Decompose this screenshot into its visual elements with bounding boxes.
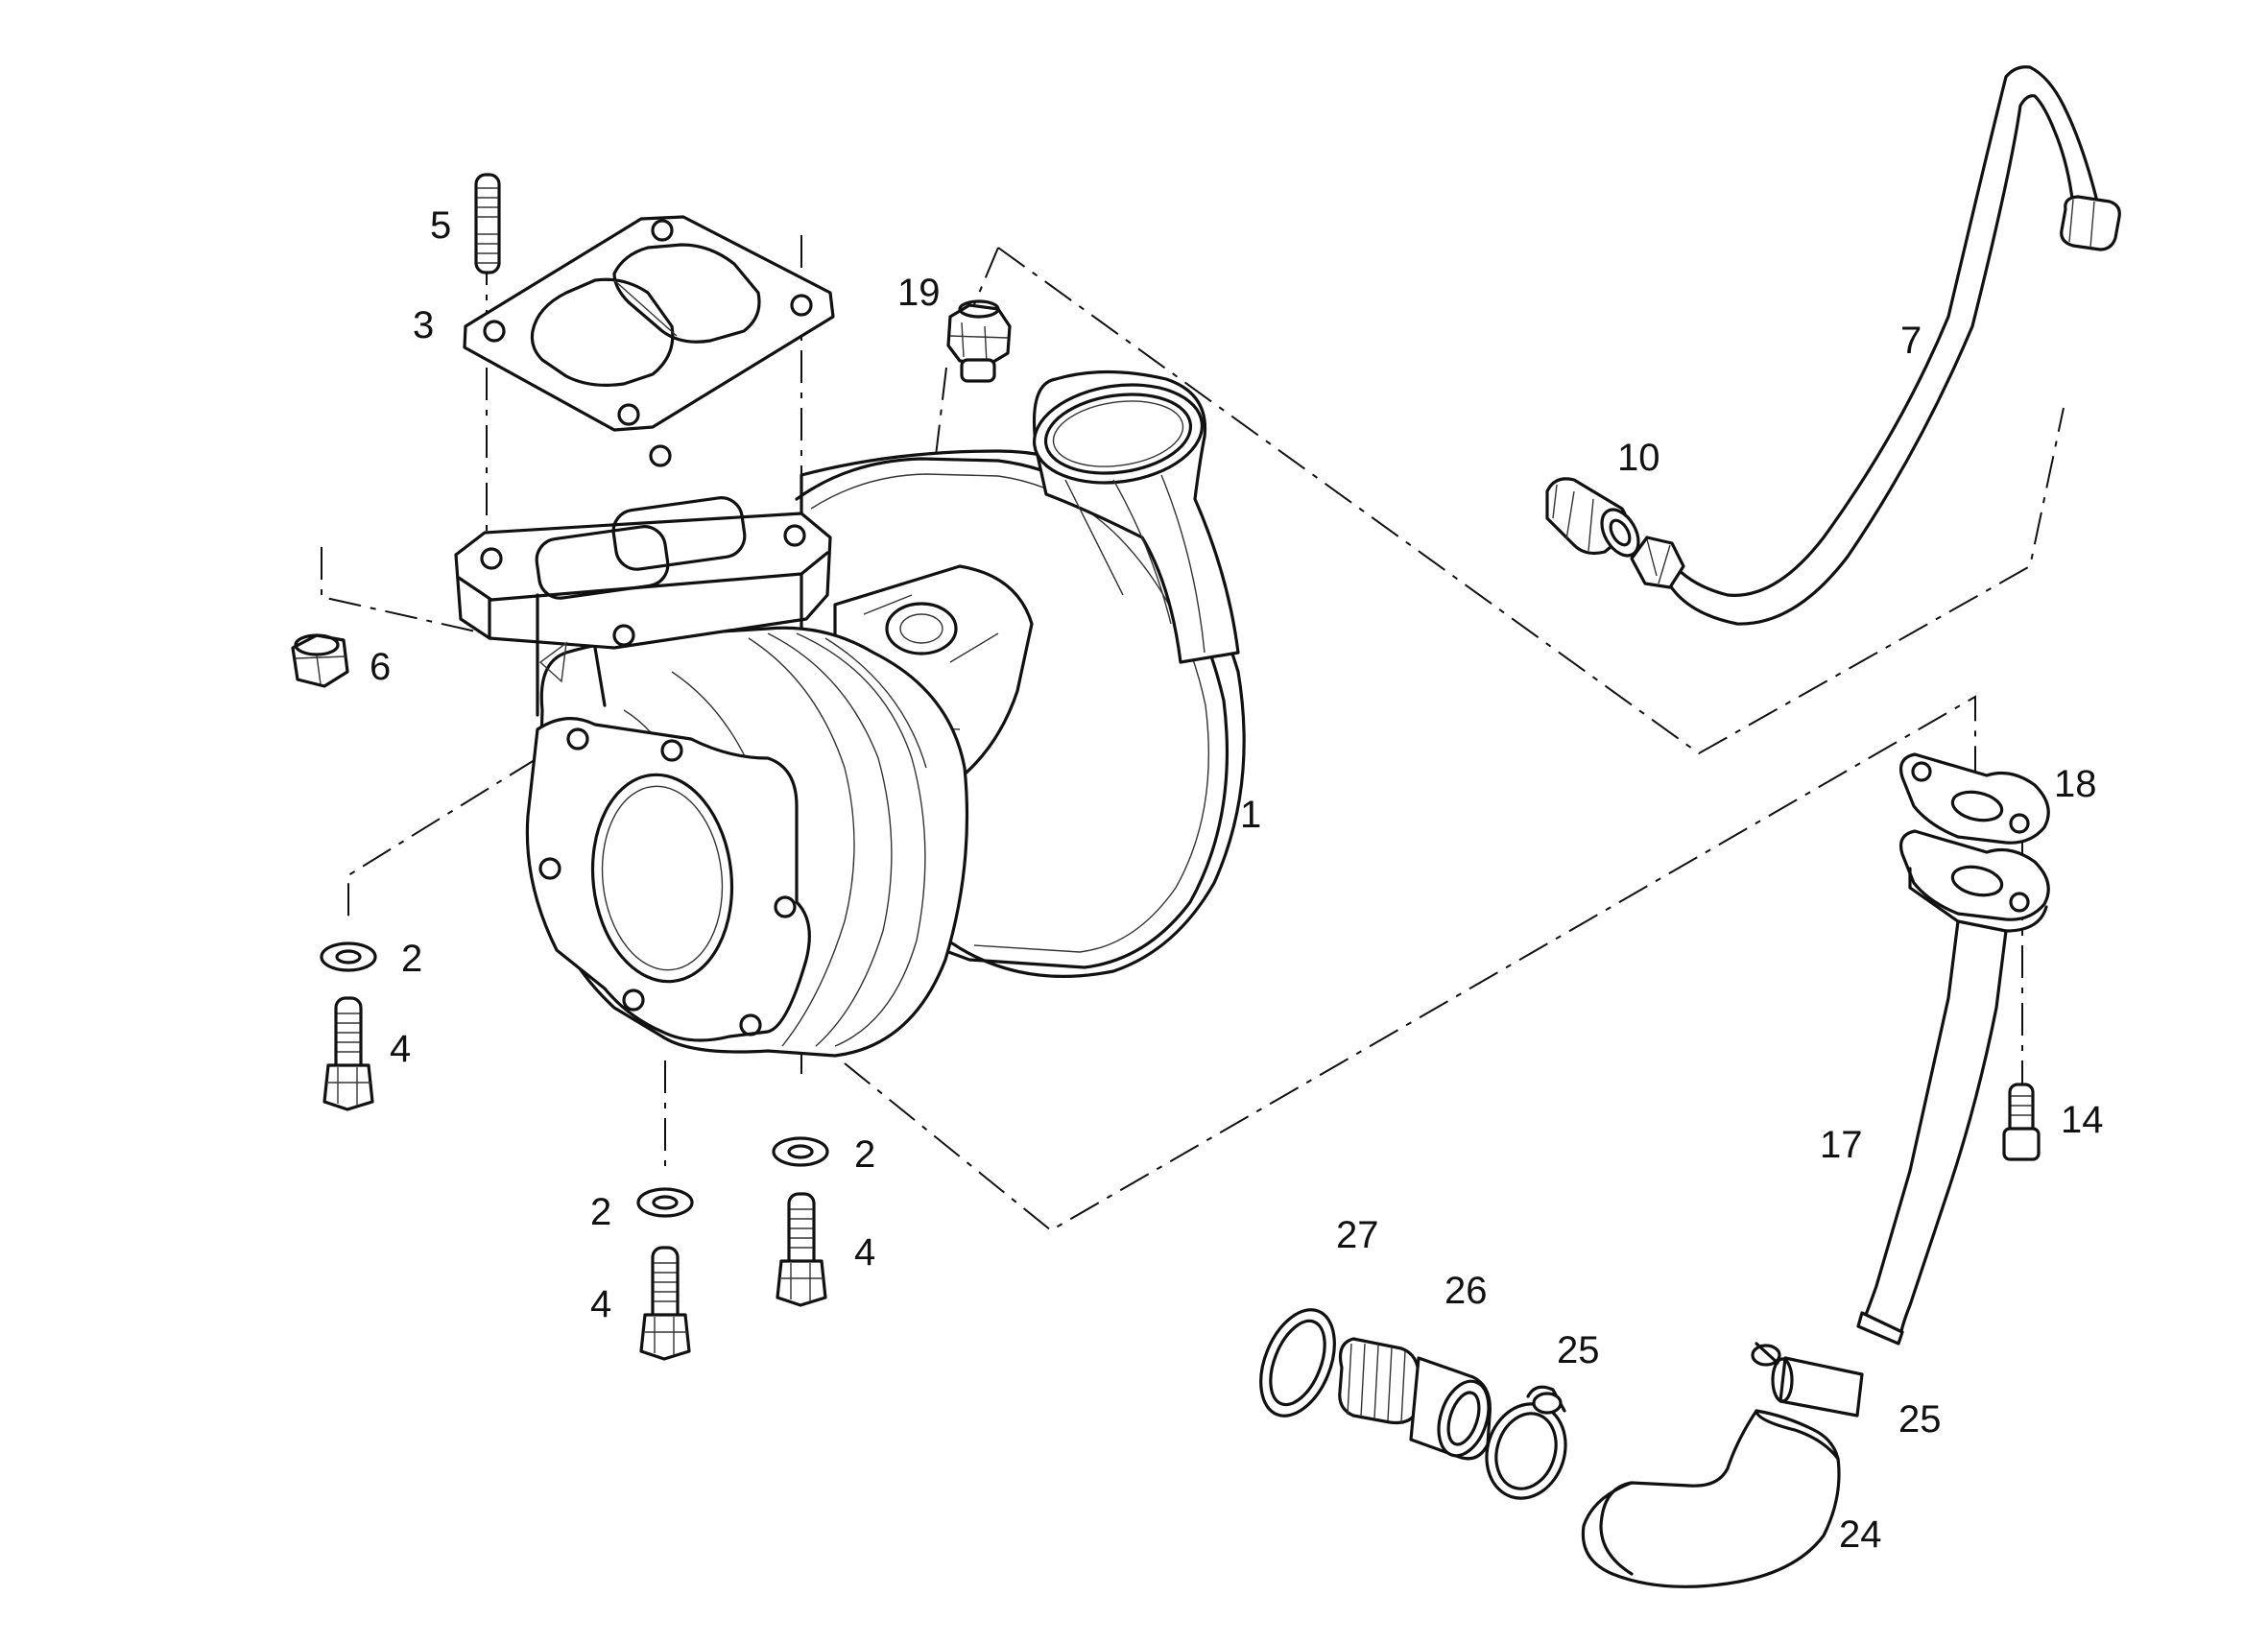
sealing-ring[interactable]: [1247, 1299, 1349, 1426]
oil-return-gasket[interactable]: [1898, 752, 2050, 845]
callout-4: 4: [390, 1028, 411, 1070]
callout-2: 2: [590, 1191, 611, 1233]
hose-connector[interactable]: [1338, 1337, 1497, 1462]
hose-clamp[interactable]: [1475, 1385, 1578, 1509]
callout-2: 2: [854, 1133, 875, 1176]
stud[interactable]: [474, 173, 501, 274]
oil-return-pipe[interactable]: [1856, 829, 2050, 1346]
turbocharger-body[interactable]: [454, 369, 1246, 1058]
cap-screw[interactable]: [2002, 1083, 2041, 1161]
callout-7: 7: [1900, 320, 1922, 362]
callout-3: 3: [413, 304, 434, 346]
plug-fitting[interactable]: [946, 299, 1012, 383]
callout-5: 5: [430, 204, 451, 247]
callout-25: 25: [1898, 1398, 1942, 1441]
callout-6: 6: [370, 646, 391, 688]
callout-2: 2: [401, 938, 422, 980]
callout-4: 4: [854, 1231, 875, 1274]
callout-25: 25: [1557, 1329, 1600, 1371]
callout-4: 4: [590, 1283, 611, 1325]
callout-10: 10: [1617, 437, 1660, 479]
hose-clamp[interactable]: [1751, 1342, 1864, 1418]
gasket[interactable]: [463, 215, 835, 432]
callout-14: 14: [2061, 1099, 2104, 1141]
callout-labels: 1 2 2 2 3 4 4 4 5 6 7 10 14 17 18 19 24 …: [370, 204, 2104, 1556]
callout-27: 27: [1336, 1214, 1379, 1256]
union-fitting[interactable]: [1545, 477, 1646, 562]
hose[interactable]: [1581, 1409, 1841, 1588]
washer[interactable]: [320, 941, 829, 1218]
hex-nut[interactable]: [291, 633, 349, 688]
callout-19: 19: [897, 272, 941, 314]
bolt[interactable]: [322, 996, 827, 1361]
callout-1: 1: [1240, 794, 1261, 836]
callout-24: 24: [1839, 1513, 1882, 1556]
callout-17: 17: [1820, 1124, 1863, 1166]
callout-26: 26: [1444, 1270, 1488, 1312]
oil-feed-pipe[interactable]: [1630, 65, 2121, 626]
callout-18: 18: [2054, 763, 2097, 805]
